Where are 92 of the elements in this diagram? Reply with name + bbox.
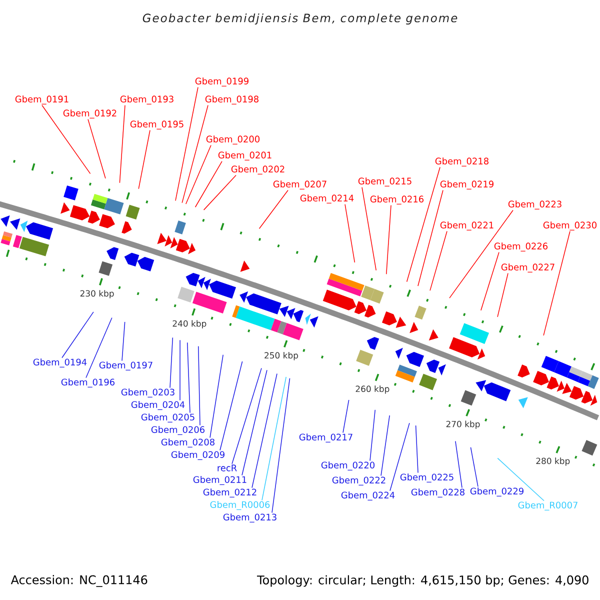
gene-label: Gbem_0227 xyxy=(501,264,554,272)
gene-label: Gbem_0204 xyxy=(131,401,185,410)
tick-label: 240 kbp xyxy=(172,320,206,328)
gene-label: Gbem_0225 xyxy=(400,474,454,482)
leader-line xyxy=(186,144,212,204)
leader-line xyxy=(220,361,243,451)
leader-line xyxy=(455,440,462,488)
leader-line xyxy=(42,104,91,174)
leader-line xyxy=(122,322,126,362)
tick-label: 280 kbp xyxy=(536,458,570,466)
gene-label: Gbem_0215 xyxy=(358,178,412,186)
leader-line xyxy=(470,446,478,488)
tick-label: 260 kbp xyxy=(356,386,390,394)
gene-label: Gbem_0218 xyxy=(435,158,488,166)
gene-label: Gbem_0206 xyxy=(151,426,205,435)
leader-line xyxy=(138,130,150,190)
footer-text: Topology: circular; Length: 4,615,150 bp; Genes: 4,090 xyxy=(257,575,588,587)
leader-line xyxy=(252,373,278,488)
tick-label: 230 kbp xyxy=(80,290,114,298)
leader-line xyxy=(203,174,236,210)
gene-label: Gbem_0208 xyxy=(161,438,214,448)
gene-label: Gbem_0226 xyxy=(494,242,548,252)
leader-line xyxy=(170,337,174,388)
gene-label: recR xyxy=(218,464,237,472)
leader-line xyxy=(119,104,126,184)
leader-line xyxy=(480,252,500,311)
gene-label: Gbem_R0007 xyxy=(518,502,578,510)
gene-label: Gbem_0200 xyxy=(206,136,260,144)
gene-label: Gbem_0196 xyxy=(61,378,115,388)
gene-label: Gbem_0197 xyxy=(99,362,152,370)
leader-line xyxy=(88,118,106,179)
gene-label: Gbem_0220 xyxy=(321,462,374,470)
gene-label: Gbem_0195 xyxy=(130,120,184,130)
leader-line xyxy=(175,86,198,202)
gene-label: Gbem_0223 xyxy=(508,200,562,210)
leader-line xyxy=(232,368,262,464)
gene-label: Gbem_0203 xyxy=(121,388,174,398)
leader-line xyxy=(258,190,288,230)
gene-label: Gbem_0199 xyxy=(195,78,248,86)
leader-line xyxy=(187,342,190,414)
gene-label: Gbem_0222 xyxy=(332,476,386,486)
gene-label: Gbem_0207 xyxy=(273,180,326,190)
gene-label: Gbem_0194 xyxy=(33,358,87,368)
leader-line xyxy=(194,160,222,208)
leader-line xyxy=(390,422,410,492)
gene-label: Gbem_0228 xyxy=(411,488,464,498)
leader-line xyxy=(242,370,268,476)
leader-line xyxy=(182,104,208,204)
gene-label: Gbem_0205 xyxy=(141,414,194,422)
title: Geobacter bemidjiensis Bem, complete genome xyxy=(142,13,458,25)
leader-line xyxy=(86,317,112,378)
gene-label: Gbem_0216 xyxy=(370,196,424,204)
leader-line xyxy=(380,415,390,476)
gene-label: Gbem_0214 xyxy=(300,194,354,204)
leader-line xyxy=(344,204,356,263)
leader-line xyxy=(362,186,376,271)
leader-line xyxy=(497,272,508,318)
gene-label: Gbem_0212 xyxy=(203,488,256,498)
gene-label: Gbem_0193 xyxy=(120,96,174,104)
gene-label: Gbem_0217 xyxy=(299,434,352,442)
leader-line xyxy=(415,425,418,474)
leader-line xyxy=(262,376,286,501)
leader-line xyxy=(386,204,392,274)
tick-label: 250 kbp xyxy=(264,352,298,360)
leader-line xyxy=(210,354,224,438)
gene-label: Gbem_0209 xyxy=(171,451,224,460)
leader-line xyxy=(272,378,290,514)
leader-line xyxy=(198,346,200,426)
gene-label: Gbem_0230 xyxy=(543,222,596,230)
gene-label: Gbem_0221 xyxy=(440,222,494,230)
leader-line xyxy=(418,190,444,286)
gene-label: Gbem_0211 xyxy=(193,476,246,485)
gene-label: Gbem_0191 xyxy=(15,96,68,104)
gene-label: Gbem_0229 xyxy=(470,488,524,496)
gene-label: Gbem_0213 xyxy=(223,514,276,522)
leader-line xyxy=(430,230,448,291)
gene-label: Gbem_0202 xyxy=(231,166,284,174)
leader-line xyxy=(342,400,350,434)
gene-label: Gbem_0224 xyxy=(341,492,395,500)
leader-line xyxy=(543,230,570,336)
gene-label: Gbem_0198 xyxy=(205,96,258,104)
leader-line xyxy=(370,410,376,462)
gene-label: Gbem_0219 xyxy=(440,180,494,190)
footer-text: Accession: NC_011146 xyxy=(10,575,148,587)
leader-line xyxy=(62,312,94,358)
gene-label: Gbem_0192 xyxy=(63,110,116,118)
tick-label: 270 kbp xyxy=(446,420,480,429)
leader-line xyxy=(497,458,544,502)
leader-line xyxy=(406,166,440,282)
gene-label: Gbem_0201 xyxy=(218,152,272,160)
leader-line xyxy=(449,210,514,298)
gene-label: Gbem_R0006 xyxy=(210,501,270,510)
